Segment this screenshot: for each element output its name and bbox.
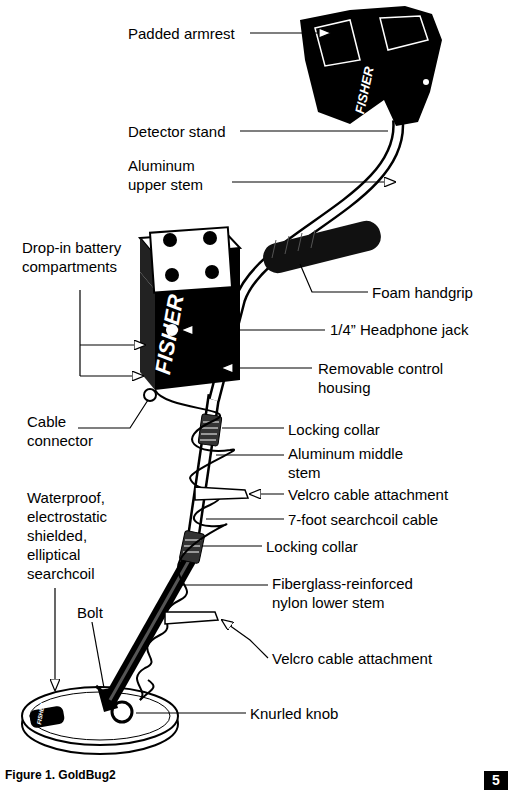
leader-line [79, 290, 80, 376]
leader-line [92, 622, 104, 688]
part-label: Foam handgrip [372, 283, 473, 302]
velcro-strap [195, 487, 248, 500]
part-label: Padded armrest [128, 24, 235, 43]
armrest-body [300, 6, 442, 126]
cable-end [140, 680, 153, 700]
leader-line [136, 712, 246, 713]
part-label: Aluminum upper stem [128, 156, 228, 194]
control-knob [205, 265, 219, 279]
control-knob [165, 268, 179, 282]
part-label: Aluminum middle stem [288, 444, 408, 482]
cable-connector [144, 389, 156, 401]
part-label: Removable control housing [318, 359, 448, 397]
searchcoil-cable [137, 390, 234, 700]
part-label: Fiberglass-reinforced nylon lower stem [272, 574, 452, 612]
leader-line [232, 181, 395, 182]
foam-handgrip [260, 218, 384, 276]
coil-top [22, 687, 178, 745]
upper-stem-outline [214, 120, 398, 400]
part-label: Waterproof, electrostatic shielded, elli… [27, 488, 122, 583]
padded-armrest [300, 6, 442, 126]
leader-line [202, 545, 262, 546]
leader-line [300, 264, 368, 292]
part-label: Locking collar [266, 537, 358, 556]
control-housing [140, 227, 240, 401]
part-label: Velcro cable attachment [288, 485, 448, 504]
part-label: Locking collar [288, 420, 380, 439]
page-number: 5 [484, 771, 508, 790]
part-label: Cable connector [27, 412, 107, 450]
upper-stem-tube [214, 120, 398, 400]
cable-coil [137, 390, 234, 700]
leader-line [78, 400, 148, 428]
leader-line [250, 32, 330, 33]
leader-line [80, 344, 145, 345]
grip-texture [272, 230, 315, 258]
coil-badge [29, 705, 66, 729]
velcro-strap [165, 612, 218, 624]
leader-line [216, 454, 284, 455]
armrest-screw [423, 79, 429, 85]
searchcoil [22, 686, 178, 754]
leader-line [222, 620, 268, 658]
leader-line [250, 493, 284, 494]
part-label: 1/4” Headphone jack [330, 320, 468, 339]
leader-line [182, 329, 325, 330]
part-label: Velcro cable attachment [272, 649, 432, 668]
part-label: Bolt [77, 603, 103, 622]
part-label: Knurled knob [250, 704, 338, 723]
upper-stem [214, 120, 398, 400]
control-panel [150, 227, 232, 292]
leader-line [54, 588, 55, 690]
leader-line [80, 375, 143, 376]
armrest-padding [315, 16, 428, 66]
leader-line [180, 584, 268, 585]
part-label: 7-foot searchcoil cable [288, 510, 438, 529]
leader-line [240, 130, 388, 131]
figure-caption: Figure 1. GoldBug2 [5, 768, 116, 782]
control-knob [163, 233, 177, 247]
leader-line [222, 427, 284, 428]
part-label: Drop-in battery compartments [22, 238, 152, 276]
leader-line [206, 518, 284, 519]
control-knob [203, 231, 217, 245]
part-label: Detector stand [128, 122, 226, 141]
leader-line [222, 367, 312, 368]
